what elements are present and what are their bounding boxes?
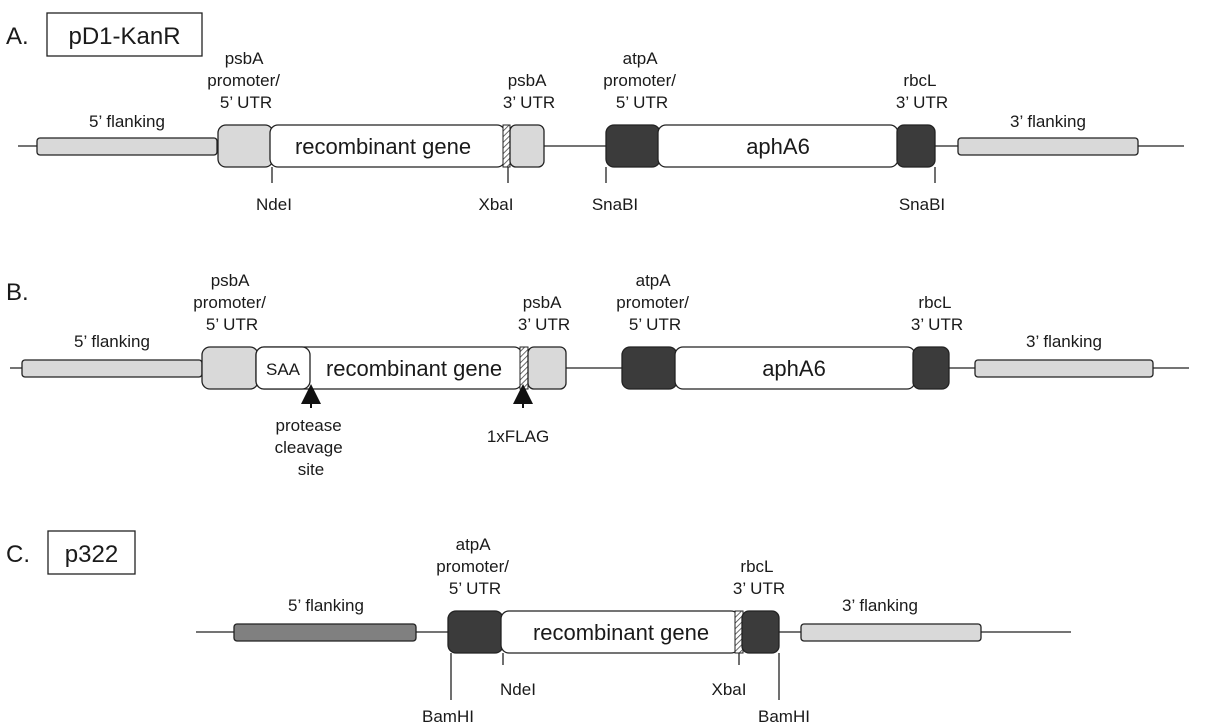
flank5-segment	[21, 359, 203, 378]
flank3-segment	[800, 623, 982, 642]
hatch-marker	[502, 124, 511, 168]
recombinant-gene-label: recombinant gene	[326, 356, 502, 381]
psbA-promoter-box	[217, 124, 274, 168]
atpA-promoter-box	[447, 610, 504, 654]
flank5-segment	[233, 623, 417, 642]
recombinant-gene-label: recombinant gene	[295, 134, 471, 159]
flag-label: 1xFLAG	[487, 427, 549, 446]
flank3-segment	[957, 137, 1139, 156]
panel-c-letter: C.	[6, 541, 30, 568]
rbcL-3utr-label: rbcL 3’ UTR	[911, 293, 963, 334]
panel-b: B. 5’ flanking psbA promoter/ 5’ UTR SAA…	[6, 271, 1189, 479]
rbcL-3utr-box	[912, 346, 950, 390]
panel-c-title: p322	[65, 541, 118, 568]
recombinant-gene-label: recombinant gene	[533, 620, 709, 645]
flank5-label: 5’ flanking	[74, 332, 150, 351]
psbA-promoter-label: psbA promoter/ 5’ UTR	[207, 49, 284, 112]
atpA-promoter-label: atpA promoter/ 5’ UTR	[436, 535, 513, 598]
psbA-promoter-box	[201, 346, 259, 390]
flank3-label: 3’ flanking	[1010, 112, 1086, 131]
protease-label: protease cleavage site	[275, 416, 348, 479]
snaBI-left-label: SnaBI	[592, 195, 638, 214]
panel-c-title-box	[47, 530, 136, 575]
flank5-segment	[36, 137, 218, 156]
flank5-label: 5’ flanking	[89, 112, 165, 131]
rbcL-3utr-box	[896, 124, 936, 168]
flank3-label: 3’ flanking	[842, 596, 918, 615]
atpA-promoter-label: atpA promoter/ 5’ UTR	[616, 271, 693, 334]
flank3-label: 3’ flanking	[1026, 332, 1102, 351]
panel-b-letter: B.	[6, 279, 29, 306]
rbcL-3utr-label: rbcL 3’ UTR	[896, 71, 948, 112]
rbcL-3utr-box	[741, 610, 780, 654]
aphA6-label: aphA6	[762, 356, 826, 381]
bamHI-left-label: BamHI	[422, 707, 474, 725]
panel-a-title: pD1-KanR	[68, 23, 180, 50]
panel-a-letter: A.	[6, 23, 29, 50]
rbcL-3utr-label: rbcL 3’ UTR	[733, 557, 785, 598]
psbA-3utr-box	[527, 346, 567, 390]
psbA-3utr-label: psbA 3’ UTR	[518, 293, 570, 334]
saa-tag-box	[255, 346, 311, 390]
flank3-segment	[974, 359, 1154, 378]
xbaI-label: XbaI	[712, 680, 747, 699]
panel-c: C. p322 5’ flanking atpA promoter/ 5’ UT…	[6, 530, 1071, 725]
aphA6-label: aphA6	[746, 134, 810, 159]
saa-tag-label: SAA	[266, 360, 301, 379]
psbA-3utr-box	[509, 124, 545, 168]
panel-a-title-box	[46, 12, 203, 57]
flank5-label: 5’ flanking	[288, 596, 364, 615]
panel-a: A. pD1-KanR 5’ flanking psbA promoter/ 5…	[6, 12, 1184, 214]
ndeI-label: NdeI	[500, 680, 536, 699]
bamHI-right-label: BamHI	[758, 707, 810, 725]
ndeI-label: NdeI	[256, 195, 292, 214]
snaBI-right-label: SnaBI	[899, 195, 945, 214]
atpA-promoter-label: atpA promoter/ 5’ UTR	[603, 49, 680, 112]
atpA-promoter-box	[621, 346, 678, 390]
atpA-promoter-box	[605, 124, 661, 168]
psbA-promoter-label: psbA promoter/ 5’ UTR	[193, 271, 270, 334]
psbA-3utr-label: psbA 3’ UTR	[503, 71, 555, 112]
xbaI-label: XbaI	[479, 195, 514, 214]
hatch-marker	[519, 346, 529, 390]
